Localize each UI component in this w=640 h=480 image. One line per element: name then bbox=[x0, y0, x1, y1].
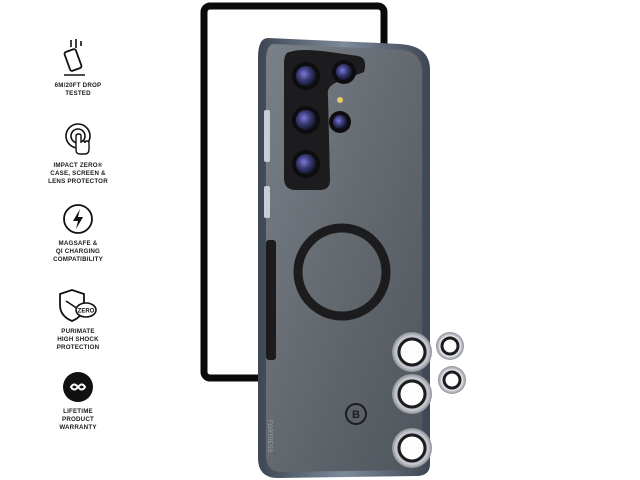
zero-badge-text: ZERO bbox=[78, 309, 95, 315]
camera-lens bbox=[296, 154, 316, 174]
feature-shock-protection: ZERO PURIMATE HIGH SHOCK PROTECTION bbox=[28, 288, 128, 352]
lens-protector-ring bbox=[392, 332, 432, 372]
brand-logo bbox=[345, 403, 367, 425]
side-brand-text: FORTRESS bbox=[266, 420, 272, 453]
feature-label: MAGSAFE & QI CHARGING COMPATIBILITY bbox=[53, 240, 103, 263]
phone-case: FORTRESS B bbox=[258, 38, 430, 478]
flash-icon bbox=[337, 97, 343, 103]
lens-protector-ring bbox=[392, 428, 432, 468]
feature-impact-zero: IMPACT ZERO® CASE, SCREEN & LENS PROTECT… bbox=[28, 122, 128, 186]
feature-label: 6M/20FT DROP TESTED bbox=[54, 82, 102, 97]
camera-lens bbox=[333, 115, 347, 129]
lens-protector-ring bbox=[438, 366, 466, 394]
drop-test-icon bbox=[63, 39, 85, 76]
lens-protectors bbox=[392, 332, 466, 468]
camera-lens bbox=[296, 66, 316, 86]
charging-bolt-icon bbox=[63, 204, 93, 234]
feature-charging: MAGSAFE & QI CHARGING COMPATIBILITY bbox=[28, 202, 128, 264]
camera-lens bbox=[336, 64, 352, 80]
feature-label: LIFETIME PRODUCT WARRANTY bbox=[59, 408, 97, 431]
lens-protector-ring bbox=[392, 374, 432, 414]
brand-logo-text: B bbox=[352, 409, 360, 421]
lens-protector-ring bbox=[436, 332, 464, 360]
camera-lens bbox=[296, 110, 316, 130]
feature-label: IMPACT ZERO® CASE, SCREEN & LENS PROTECT… bbox=[48, 162, 108, 185]
feature-label: PURIMATE HIGH SHOCK PROTECTION bbox=[56, 328, 100, 351]
impact-touch-icon bbox=[65, 123, 91, 155]
power-button bbox=[264, 186, 270, 218]
volume-button bbox=[264, 110, 270, 162]
feature-drop-test: 6M/20FT DROP TESTED bbox=[28, 38, 128, 98]
feature-warranty: LIFETIME PRODUCT WARRANTY bbox=[28, 370, 128, 432]
side-grip-strip bbox=[266, 240, 276, 360]
magsafe-ring bbox=[293, 223, 391, 321]
shield-zero-icon: ZERO bbox=[59, 289, 97, 322]
infinity-warranty-icon bbox=[63, 372, 93, 402]
